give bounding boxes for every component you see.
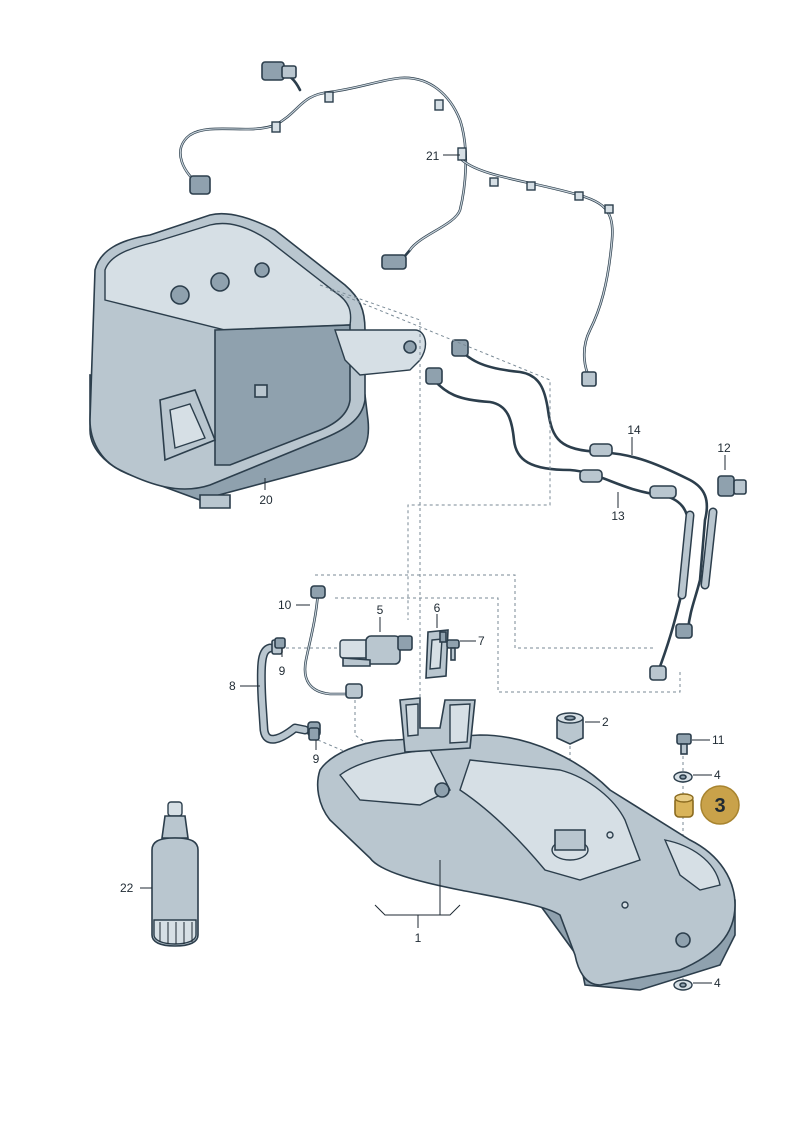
reservoir-bracket-marker (374, 904, 461, 928)
washer-4-top (673, 771, 693, 783)
hose-10 (303, 585, 363, 699)
callout-2: 2 (602, 715, 609, 729)
callout-7: 7 (478, 634, 485, 648)
callout-8: 8 (229, 679, 236, 693)
leader-lines (140, 154, 726, 984)
callout-20: 20 (259, 493, 273, 507)
callout-labels: 1 2 4 4 5 6 7 8 9 9 10 11 12 13 14 20 21… (120, 149, 731, 990)
canister-22 (151, 801, 199, 947)
callout-9a: 9 (279, 664, 286, 678)
callout-1: 1 (415, 931, 422, 945)
callout-10: 10 (278, 598, 292, 612)
battery (89, 212, 427, 509)
washer-pump (339, 635, 413, 667)
wiring-harness (179, 61, 614, 387)
callout-13: 13 (611, 509, 625, 523)
fill-hose (256, 639, 321, 744)
clip-9-lower (308, 727, 320, 741)
callout-12: 12 (717, 441, 731, 455)
clip-9-upper (274, 637, 286, 649)
highlight-callout-3[interactable]: 3 (700, 785, 740, 825)
pump-bracket (425, 629, 449, 679)
callout-5: 5 (377, 603, 384, 617)
highlight-badge (700, 785, 740, 825)
callout-4a: 4 (714, 768, 721, 782)
washer-4-bottom (673, 979, 693, 991)
callout-4b: 4 (714, 976, 721, 990)
highlight-label: 3 (714, 795, 725, 817)
washer-reservoir (316, 697, 736, 991)
callout-22: 22 (120, 881, 134, 895)
screw-7 (446, 639, 460, 661)
callout-6: 6 (434, 601, 441, 615)
sensor-cables (425, 339, 747, 681)
nut-2 (556, 712, 584, 745)
bolt-11 (676, 733, 692, 755)
callout-9b: 9 (313, 752, 320, 766)
callout-21: 21 (426, 149, 440, 163)
callout-14: 14 (627, 423, 641, 437)
callout-11: 11 (712, 733, 725, 747)
grommet-3-highlighted (674, 793, 694, 818)
